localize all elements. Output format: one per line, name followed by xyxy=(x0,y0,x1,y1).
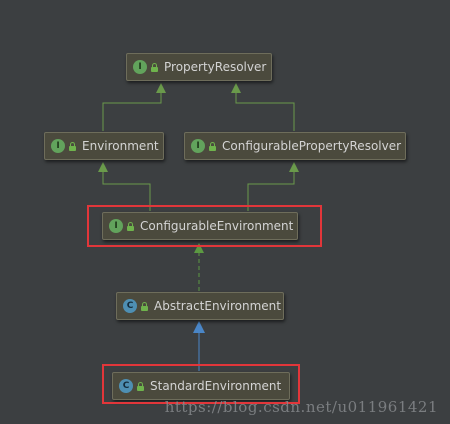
node-standard-environment[interactable]: C StandardEnvironment xyxy=(112,372,290,400)
arrowhead-environment-to-property-resolver xyxy=(156,83,166,93)
node-abstract-environment[interactable]: C AbstractEnvironment xyxy=(116,292,284,320)
interface-icon: I xyxy=(51,139,65,153)
node-environment[interactable]: I Environment xyxy=(44,132,164,160)
lock-icon xyxy=(69,141,76,151)
node-configurable-property-resolver[interactable]: I ConfigurablePropertyResolver xyxy=(184,132,406,160)
edge-environment-to-property-resolver xyxy=(102,86,162,131)
node-label: PropertyResolver xyxy=(164,60,267,74)
class-icon: C xyxy=(119,379,133,393)
arrowhead-abstract-environment-to-configurable-environment xyxy=(194,243,204,253)
highlight-configurable-environment xyxy=(87,205,322,247)
arrowhead-configurable-environment-to-environment xyxy=(98,162,108,172)
edge-configurable-environment-to-configurable-property-resolver xyxy=(247,165,295,211)
node-label: AbstractEnvironment xyxy=(154,299,281,313)
lock-icon xyxy=(137,381,144,391)
interface-icon: I xyxy=(109,219,123,233)
edge-configurable-property-resolver-to-property-resolver xyxy=(235,86,295,131)
highlight-standard-environment xyxy=(102,364,300,404)
watermark: https://blog.csdn.net/u011961421 xyxy=(164,398,438,416)
interface-icon: I xyxy=(133,60,147,74)
lock-icon xyxy=(127,221,134,231)
lock-icon xyxy=(151,62,158,72)
node-label: ConfigurablePropertyResolver xyxy=(222,139,402,153)
node-configurable-environment[interactable]: I ConfigurableEnvironment xyxy=(102,212,298,240)
arrowhead-standard-environment-to-abstract-environment xyxy=(193,321,205,333)
interface-icon: I xyxy=(191,139,205,153)
node-label: ConfigurableEnvironment xyxy=(140,219,294,233)
arrowhead-configurable-environment-to-configurable-property-resolver xyxy=(289,162,299,172)
edge-configurable-environment-to-environment xyxy=(102,165,151,211)
node-label: StandardEnvironment xyxy=(150,379,282,393)
node-label: Environment xyxy=(82,139,159,153)
lock-icon xyxy=(141,301,148,311)
class-icon: C xyxy=(123,299,137,313)
node-property-resolver[interactable]: I PropertyResolver xyxy=(126,53,272,81)
arrowhead-configurable-property-resolver-to-property-resolver xyxy=(231,83,241,93)
lock-icon xyxy=(209,141,216,151)
